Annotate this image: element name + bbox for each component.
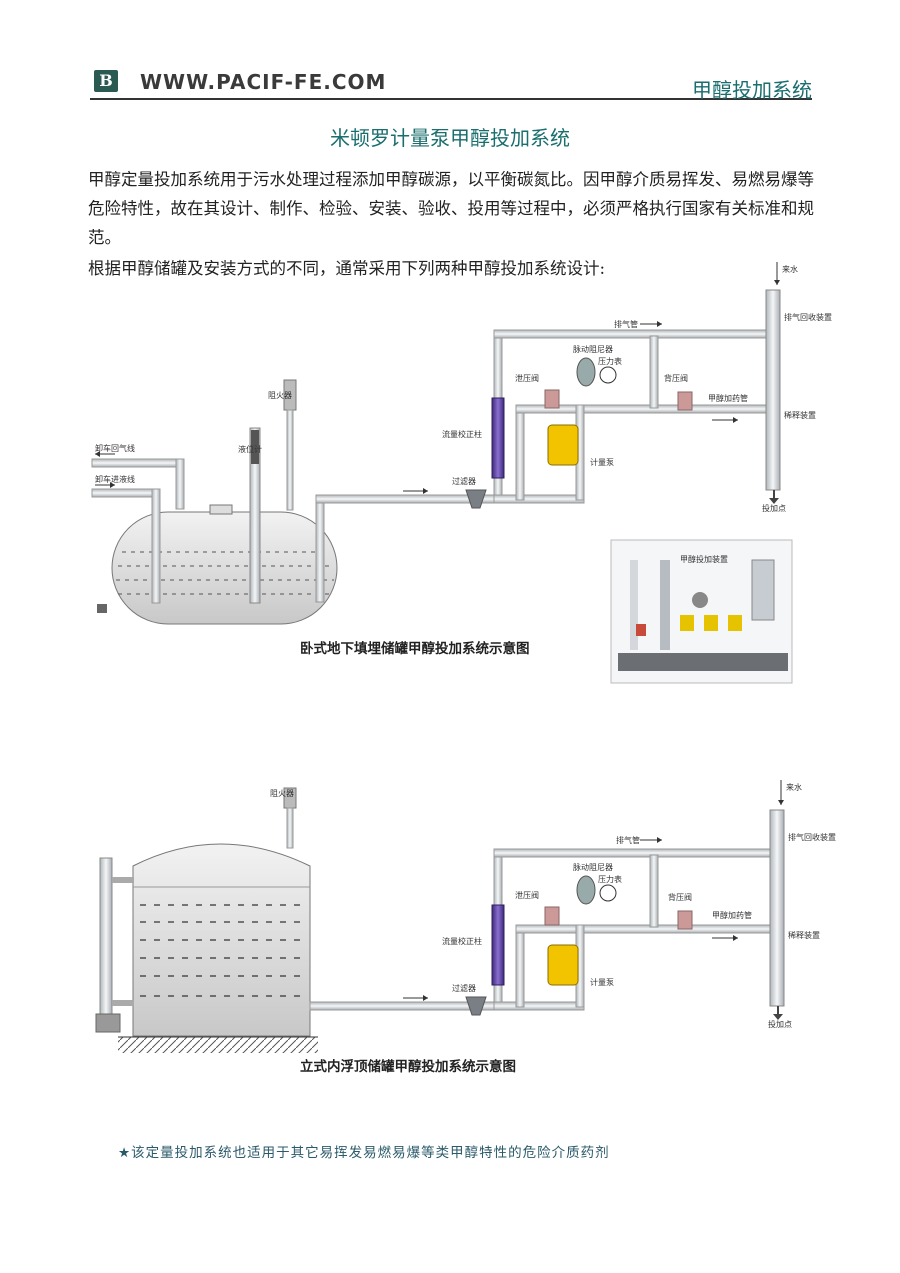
label-exhaust: 排气管 [614, 319, 638, 329]
diagram-vertical-tank: 阻火器 过滤器 流量校正柱 泄压阀 脉动阻尼器 压力表 计量泵 背压阀 排气管 … [96, 780, 836, 1075]
label-calibration: 流量校正柱 [442, 429, 482, 439]
pressure-gauge [600, 367, 616, 383]
recovery-column-2 [770, 810, 784, 1006]
label-water-in: 来水 [782, 264, 798, 274]
photo-label: 甲醇投加装置 [680, 554, 728, 564]
caption-diagram2: 立式内浮顶储罐甲醇投加系统示意图 [300, 1058, 516, 1075]
label-filter: 过滤器 [452, 476, 476, 486]
label-dilution: 稀释装置 [784, 410, 816, 420]
calibration-column-2 [492, 905, 504, 985]
label-flame-arrester-2: 阻火器 [270, 789, 294, 798]
label-damper-2: 脉动阻尼器 [573, 862, 613, 872]
label-exhaust-2: 排气管 [616, 835, 640, 845]
label-filter-2: 过滤器 [452, 983, 476, 993]
metering-pump [548, 425, 578, 465]
caption-diagram1: 卧式地下填埋储罐甲醇投加系统示意图 [300, 640, 530, 657]
pulsation-damper-2 [577, 876, 595, 904]
ground-hatch [118, 1037, 318, 1053]
label-back-pressure: 背压阀 [664, 373, 688, 383]
relief-valve-2 [545, 907, 559, 925]
label-return-line: 卸车回气线 [95, 443, 135, 453]
pressure-gauge-2 [600, 885, 616, 901]
label-dosing-point: 投加点 [762, 503, 786, 513]
equipment-photo: 甲醇投加装置 [611, 540, 792, 683]
label-gauge-2: 压力表 [598, 874, 622, 884]
calibration-column [492, 398, 504, 478]
back-pressure-valve [678, 392, 692, 410]
label-level-gauge: 液位计 [238, 444, 262, 454]
label-dosing-pipe: 甲醇加药管 [708, 393, 748, 403]
label-dosing-pipe-2: 甲醇加药管 [712, 910, 752, 920]
label-dilution-2: 稀释装置 [788, 930, 820, 940]
label-recovery-2: 排气回收装置 [788, 832, 836, 842]
label-damper: 脉动阻尼器 [573, 344, 613, 354]
label-gauge: 压力表 [598, 356, 622, 366]
label-recovery: 排气回收装置 [784, 312, 832, 322]
label-feed-line: 卸车进液线 [95, 474, 135, 484]
label-flame-arrester: 阻火器 [268, 391, 292, 400]
footnote: ★该定量投加系统也适用于其它易挥发易燃易爆等类甲醇特性的危险介质药剂 [118, 1141, 610, 1161]
recovery-column [766, 290, 780, 490]
label-dosing-point-2: 投加点 [768, 1019, 792, 1029]
label-pump: 计量泵 [590, 457, 614, 467]
label-relief: 泄压阀 [515, 373, 539, 383]
metering-pump-2 [548, 945, 578, 985]
underground-tank [112, 512, 337, 624]
filter-2 [466, 997, 486, 1015]
pulsation-damper [577, 358, 595, 386]
label-calibration-2: 流量校正柱 [442, 936, 482, 946]
level-gauge-2 [100, 858, 112, 1028]
flame-arrester-2 [287, 808, 293, 848]
relief-valve [545, 390, 559, 408]
flame-arrester [287, 410, 293, 510]
back-pressure-valve-2 [678, 911, 692, 929]
filter [466, 490, 486, 508]
label-pump-2: 计量泵 [590, 977, 614, 987]
label-water-in-2: 来水 [786, 782, 802, 792]
label-relief-2: 泄压阀 [515, 890, 539, 900]
label-back-pressure-2: 背压阀 [668, 892, 692, 902]
